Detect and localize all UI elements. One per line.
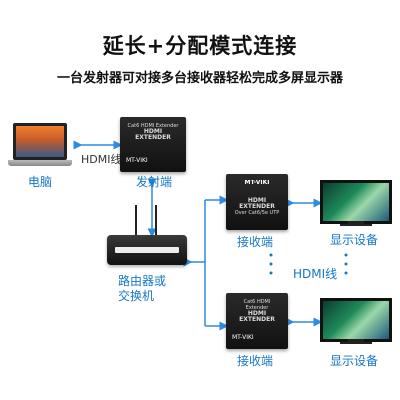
receiver-bottom-brand: MT-VIKI [232,334,254,341]
receiver-top-label: 接收端 [237,235,274,249]
laptop-label: 电脑 [28,175,53,189]
receiver-top-face-mid: HDMI EXTENDER [239,197,275,210]
receiver-top-device: MT-VIKI HDMI EXTENDER Over Cat6/5e UTP [226,174,288,230]
receiver-top-face-small: Over Cat6/5e UTP [234,210,280,216]
page-title: 延长+分配模式连接 [102,34,298,58]
receiver-bottom-label: 接收端 [237,354,274,368]
display-bottom-label: 显示设备 [330,354,379,368]
transmitter-device: Cat6 HDMI Extender HDMI EXTENDER MT-VIKI [120,117,186,172]
receiver-bottom-device: Cat6 HDMI Extender HDMI EXTENDER MT-VIKI [226,293,288,349]
receiver-bottom-face-top: Cat6 HDMI Extender [243,299,271,311]
dots-right [344,253,348,275]
hdmi-cable-label-right: HDMI线 [293,267,338,281]
dots-left [269,253,273,275]
display-bottom-icon [320,298,392,348]
display-top-label: 显示设备 [330,233,379,247]
laptop-icon [8,123,72,171]
hdmi-cable-label-left: HDMI线 [81,153,122,166]
transmitter-label: 发射端 [136,175,173,189]
router-icon [107,205,187,267]
receiver-bottom-face-mid: HDMI EXTENDER [239,310,275,323]
display-top-icon [320,180,392,230]
transmitter-brand: MT-VIKI [126,157,148,164]
transmitter-face-mid: HDMI EXTENDER [135,128,171,141]
router-label-line1: 路由器或 [118,274,167,288]
transmitter-face-top: Cat6 HDMI Extender [127,123,179,129]
page-subtitle: 一台发射器可对接多台接收器轻松完成多屏显示器 [56,71,343,86]
receiver-top-brand: MT-VIKI [244,180,270,186]
router-label-line2: 交换机 [118,289,155,303]
